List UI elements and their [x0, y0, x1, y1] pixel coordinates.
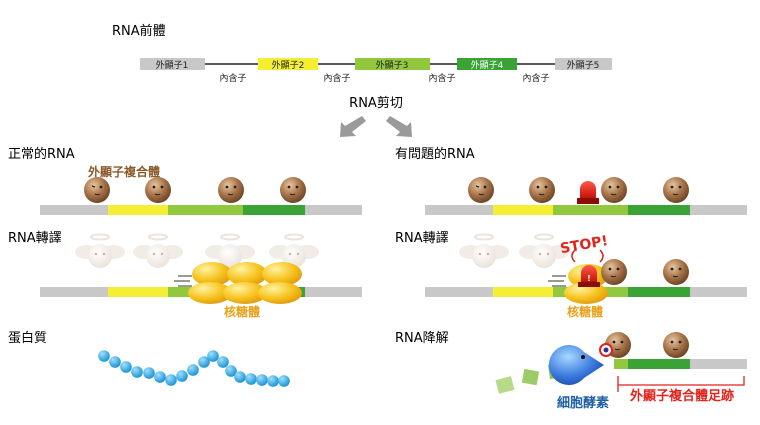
ejc-ball — [663, 259, 689, 285]
ejc-ball — [601, 177, 627, 203]
exon-3 — [355, 58, 430, 70]
protein-bead — [187, 364, 199, 376]
protein-bead — [109, 356, 121, 368]
ghost-ejc — [75, 233, 125, 268]
protein-bead — [176, 370, 188, 382]
arrow-left-icon — [340, 116, 366, 137]
pre-mrna-title: RNA前體 — [112, 23, 166, 39]
protein-bead — [267, 375, 279, 387]
exon-2-label: 外顯子2 — [272, 59, 305, 71]
remaining-mrna — [614, 359, 747, 369]
enzyme-pacman-icon — [548, 345, 604, 386]
protein-bead — [165, 374, 177, 386]
motion-lines — [174, 275, 192, 287]
ejc-ball — [280, 177, 306, 203]
exon-3-label: 外顯子3 — [376, 59, 409, 71]
ejc-ball — [663, 332, 689, 358]
protein-bead — [131, 366, 143, 378]
alarm-lines — [571, 249, 604, 263]
ghost-ejc — [519, 233, 569, 268]
exon-5-label: 外顯子5 — [567, 59, 600, 71]
protein-bead — [256, 374, 268, 386]
exon-4-label: 外顯子4 — [471, 59, 504, 71]
normal-mrna — [40, 205, 362, 215]
problem-ribosome-label: 核糖體 — [567, 304, 603, 319]
problem-mrna — [425, 205, 747, 215]
ribosome — [223, 262, 267, 304]
normal-rna-title: 正常的RNA — [8, 146, 75, 162]
intron-1-label: 內含子 — [219, 72, 246, 84]
footprint-label: 外顯子複合體足跡 — [629, 388, 734, 404]
ejc-ball — [84, 177, 110, 203]
pre-mrna-strand: 外顯子1 外顯子2 外顯子3 外顯子4 外顯子5 內含子 內含子 內含子 內含子 — [140, 58, 612, 84]
normal-translation-title: RNA轉譯 — [8, 230, 62, 246]
ejc-ball — [468, 177, 494, 203]
siren-icon: ! — [578, 265, 600, 287]
protein-bead — [154, 371, 166, 383]
footprint-bracket — [617, 376, 745, 392]
protein-bead — [234, 371, 246, 383]
intron-3-label: 內含子 — [428, 72, 455, 84]
problem-rna-title: 有問題的RNA — [395, 146, 475, 162]
protein-bead — [198, 356, 210, 368]
exon-1 — [140, 58, 205, 70]
stop-codon-siren-icon — [577, 181, 599, 204]
ejc-ball — [601, 259, 627, 285]
ejc-label: 外顯子複合體 — [88, 164, 160, 179]
ejc-ball — [145, 177, 171, 203]
protein-bead — [217, 356, 229, 368]
motion-lines — [548, 275, 566, 287]
scared-face-icon — [599, 343, 613, 357]
splicing-label: RNA剪切 — [349, 95, 403, 111]
protein-title: 蛋白質 — [8, 330, 47, 346]
normal-ribosome-label: 核糖體 — [224, 304, 260, 319]
protein-bead — [207, 350, 219, 362]
protein-bead — [143, 367, 155, 379]
protein-bead — [245, 373, 257, 385]
intron-4-label: 內含子 — [522, 72, 549, 84]
ejc-ball — [663, 177, 689, 203]
ghost-ejc — [269, 233, 319, 268]
exon-5 — [555, 58, 612, 70]
ejc-ball — [218, 177, 244, 203]
protein-bead — [278, 375, 290, 387]
protein-chain — [98, 350, 290, 387]
ghost-ejc — [205, 233, 255, 268]
enzyme-label: 細胞酵素 — [557, 395, 609, 411]
decay-title: RNA降解 — [395, 331, 449, 346]
ejc-ball — [529, 177, 555, 203]
problem-translation-title: RNA轉譯 — [395, 230, 449, 246]
protein-bead — [225, 365, 237, 377]
protein-bead — [120, 361, 132, 373]
ribosome — [258, 262, 302, 304]
ribosome — [188, 262, 232, 304]
intron-2-label: 內含子 — [323, 72, 350, 84]
ghost-ejc — [133, 233, 183, 268]
exon-1-label: 外顯子1 — [156, 59, 189, 71]
svg-text:!: ! — [587, 274, 591, 283]
arrow-right-icon — [386, 116, 412, 137]
exon-4 — [457, 58, 517, 70]
protein-bead — [98, 350, 110, 362]
exon-2 — [258, 58, 318, 70]
ghost-ejc — [459, 233, 509, 268]
